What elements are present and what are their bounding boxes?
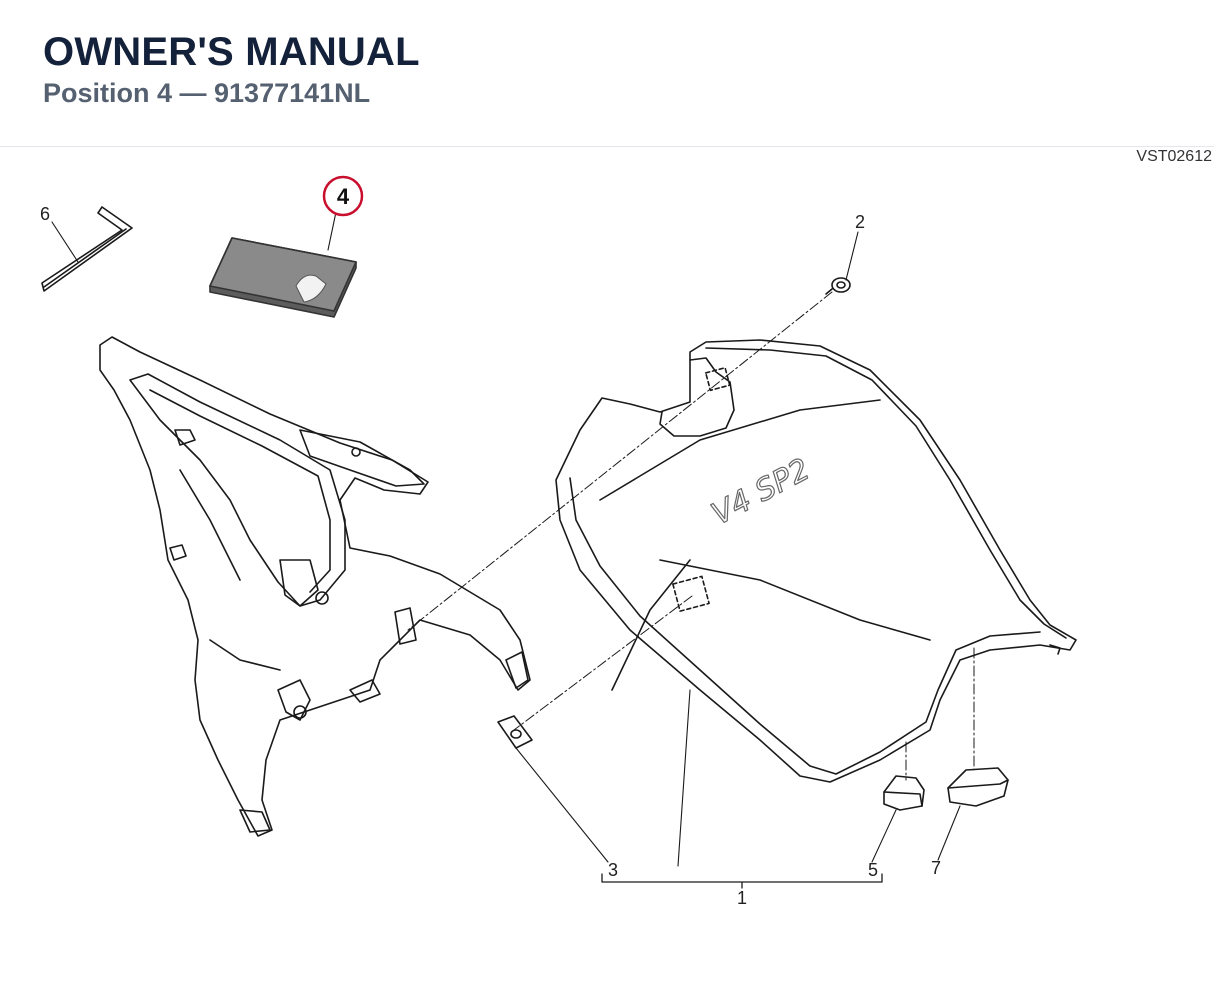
assembly-axis-lines (407, 291, 975, 781)
part-rubber-pad-5 (883, 775, 925, 811)
callout-2: 2 (855, 212, 865, 232)
callout-6: 6 (40, 204, 50, 224)
part-rubber-pad-7 (947, 767, 1009, 807)
callout-5: 5 (868, 860, 878, 880)
part-hex-key (41, 206, 133, 292)
callout-7: 7 (931, 858, 941, 878)
callout-4-highlight: 4 (322, 175, 364, 217)
part-seat: V4 SP2 (555, 339, 1077, 783)
callout-4: 4 (337, 184, 350, 209)
bracket-item-1 (601, 873, 883, 889)
page-subtitle: Position 4 — 91377141NL (43, 78, 371, 108)
part-screw (825, 277, 851, 295)
header-divider (0, 146, 1214, 147)
part-rear-frame (99, 336, 531, 837)
callout-3: 3 (608, 860, 618, 880)
callout-1: 1 (737, 888, 747, 908)
drawing-reference-code: VST02612 (1136, 148, 1212, 165)
callout-leaders (51, 211, 961, 867)
part-owners-manual (209, 237, 357, 318)
page-header: OWNER'S MANUAL Position 4 — 91377141NL (0, 0, 1214, 147)
part-rubber-clip (497, 715, 533, 749)
page-title: OWNER'S MANUAL (43, 30, 420, 74)
